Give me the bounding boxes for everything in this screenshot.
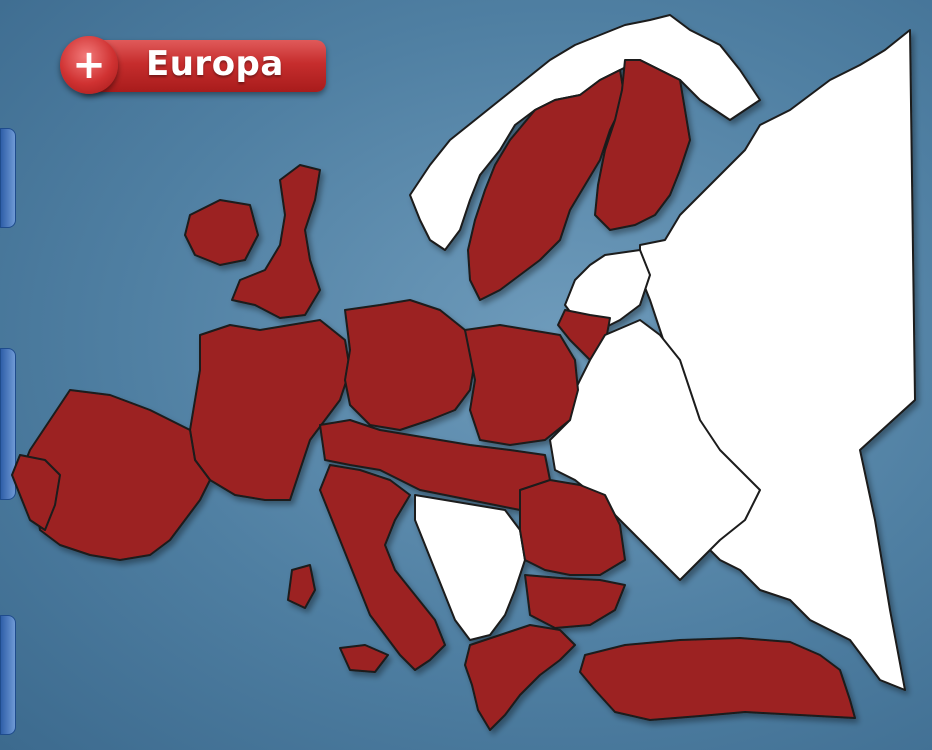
country-germany[interactable]	[344, 299, 476, 431]
country-turkey[interactable]	[579, 637, 856, 721]
legend[interactable]: + Europa	[60, 36, 326, 96]
country-sweden[interactable]	[467, 69, 626, 301]
country-greece[interactable]	[464, 624, 576, 731]
side-tab-1[interactable]	[0, 128, 16, 228]
country-ukraine[interactable]	[549, 319, 761, 581]
country-italy[interactable]	[319, 464, 446, 671]
legend-symbol: +	[72, 42, 106, 88]
side-tab-3[interactable]	[0, 615, 16, 735]
country-uk[interactable]	[231, 164, 321, 319]
country-finland[interactable]	[594, 59, 691, 231]
country-norway[interactable]	[409, 14, 761, 251]
country-romania[interactable]	[519, 479, 626, 576]
country-sardinia[interactable]	[287, 564, 316, 609]
plus-icon[interactable]: +	[60, 36, 118, 94]
country-ireland[interactable]	[184, 199, 259, 266]
country-western-balkans[interactable]	[414, 494, 526, 641]
side-tab-2[interactable]	[0, 348, 16, 500]
legend-bar[interactable]	[82, 40, 326, 92]
country-portugal[interactable]	[11, 454, 61, 531]
country-bulgaria[interactable]	[524, 574, 626, 629]
legend-label: Europa	[146, 44, 284, 84]
country-sicily[interactable]	[339, 644, 389, 673]
country-poland[interactable]	[464, 324, 579, 446]
